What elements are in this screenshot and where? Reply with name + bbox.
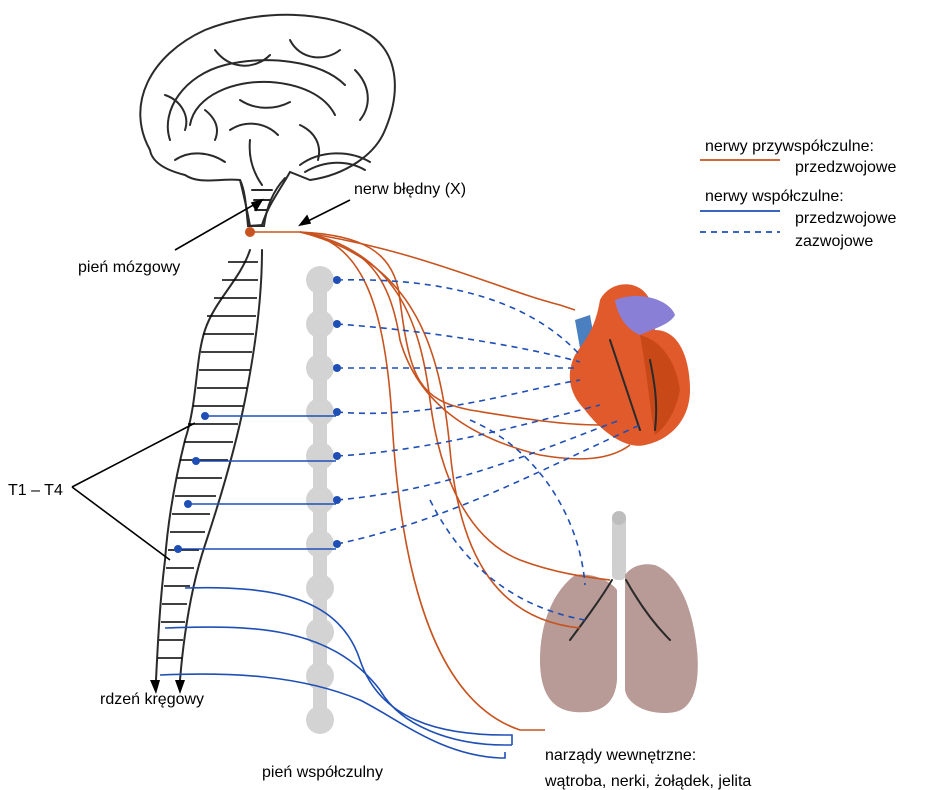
sympathetic-trunk-label: pień współczulny — [262, 764, 383, 781]
spinal-cord-label: rdzeń kręgowy — [100, 691, 204, 708]
brainstem-label: pień mózgowy — [78, 259, 180, 276]
thoracic-label: T1 – T4 — [8, 482, 63, 499]
legend-sympathetic-pre: przedzwojowe — [795, 210, 896, 227]
organs-title: narządy wewnętrzne: — [545, 747, 696, 764]
legend-parasympathetic-title: nerwy przywspółczulne: — [705, 138, 874, 155]
legend-sympathetic-post: zazwojowe — [795, 233, 873, 250]
lungs-icon — [540, 511, 698, 713]
heart-icon — [570, 284, 690, 446]
legend-sympathetic-title: nerwy współczulne: — [705, 188, 844, 205]
legend-parasympathetic-pre: przedzwojowe — [795, 159, 896, 176]
legend: nerwy przywspółczulne: przedzwojowe nerw… — [700, 138, 896, 250]
sympathetic-trunk — [306, 266, 334, 734]
vagus-label: nerw błędny (X) — [354, 181, 466, 198]
organs-list: wątroba, nerki, żołądek, jelita — [544, 773, 751, 790]
sympathetic-preganglionic — [160, 412, 512, 758]
